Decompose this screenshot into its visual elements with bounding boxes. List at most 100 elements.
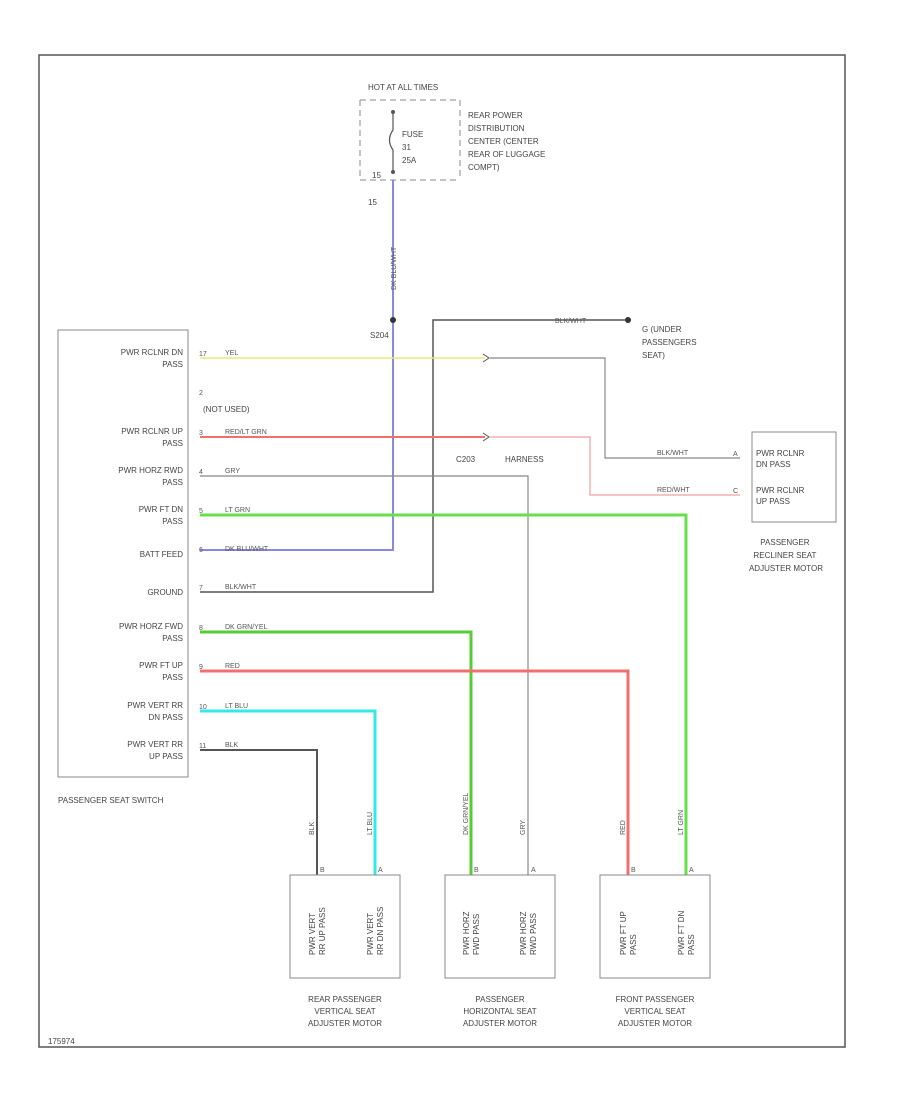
switch-not-used: (NOT USED) bbox=[203, 405, 250, 414]
motor-pin-letter: B bbox=[631, 867, 636, 874]
motor-wire-label: BLK bbox=[309, 821, 316, 835]
switch-pin-number: 17 bbox=[199, 351, 207, 358]
motor-box bbox=[599, 874, 711, 979]
fuse-amp: 31 bbox=[402, 143, 411, 152]
switch-pin-number: 8 bbox=[199, 625, 203, 632]
connector-c203: C203 HARNESS bbox=[456, 353, 544, 464]
motor-pin-letter: A bbox=[378, 867, 383, 874]
motor-box bbox=[444, 874, 556, 979]
motor-caption: FRONT PASSENGER bbox=[616, 995, 695, 1004]
recliner-pin-label: PWR RCLNR bbox=[756, 449, 805, 458]
switch-caption: PASSENGER SEAT SWITCH bbox=[58, 796, 164, 805]
wire-rear-down bbox=[200, 709, 377, 875]
switch-pin-number: 10 bbox=[199, 704, 207, 711]
wire-ground bbox=[200, 319, 625, 593]
fuse-symbol bbox=[388, 112, 394, 172]
passenger-seat-switch bbox=[57, 329, 189, 778]
motor-pin-label: RWD PASS bbox=[529, 913, 538, 955]
switch-pin-label: PWR FT UP bbox=[139, 661, 183, 670]
switch-pin-label: PASS bbox=[162, 360, 183, 369]
switch-pin-number: 7 bbox=[199, 585, 203, 592]
wire-rear-up bbox=[200, 749, 318, 875]
fuse-label: FUSE bbox=[402, 130, 423, 139]
recliner-pin-letter: C bbox=[733, 488, 738, 495]
power-distribution-center: HOT AT ALL TIMES FUSE 31 25A 15 REAR POW… bbox=[359, 83, 548, 181]
power-distribution-center-name: REAR POWER DISTRIBUTION CENTER (CENTER R… bbox=[468, 111, 548, 172]
switch-wire-label: DK GRN/YEL bbox=[225, 624, 268, 631]
switch-pin-label: PASS bbox=[162, 634, 183, 643]
recliner-motor-caption: PASSENGER RECLINER SEAT ADJUSTER MOTOR bbox=[749, 538, 823, 573]
wire-battery-feed bbox=[200, 180, 394, 551]
motor-caption: ADJUSTER MOTOR bbox=[463, 1019, 537, 1028]
motor-pin-label: PWR FT UP bbox=[619, 911, 628, 955]
connector-label: C203 bbox=[456, 455, 476, 464]
battery-wire-label: DK BLU/WHT bbox=[391, 246, 398, 290]
switch-pin-label: PWR FT DN bbox=[139, 505, 184, 514]
switch-pin-label: PASS bbox=[162, 673, 183, 682]
switch-pin-label: PWR RCLNR UP bbox=[121, 427, 183, 436]
motor-caption: ADJUSTER MOTOR bbox=[308, 1019, 382, 1028]
motor-pin-label: PASS bbox=[687, 934, 696, 955]
fuse-pin: 15 bbox=[372, 171, 381, 180]
motor-pin-label: RR UP PASS bbox=[318, 907, 327, 955]
switch-wire-label: YEL bbox=[225, 350, 238, 357]
switch-pin-label: GROUND bbox=[147, 588, 183, 597]
switch-pin-row: GROUND 7 BLK/WHT bbox=[147, 584, 256, 597]
diagram-frame bbox=[38, 54, 846, 1048]
motor-pin-label: RR DN PASS bbox=[376, 907, 385, 955]
switch-pin-label: PWR RCLNR DN bbox=[121, 348, 183, 357]
motor-pin-label: PWR HORZ bbox=[462, 911, 471, 955]
recliner-wire-label: BLK/WHT bbox=[657, 450, 689, 457]
motor-pin-label: PASS bbox=[629, 934, 638, 955]
switch-pin-label: PASS bbox=[162, 439, 183, 448]
switch-wire-label: BLK/WHT bbox=[225, 584, 257, 591]
switch-wire-label: GRY bbox=[225, 468, 240, 475]
motor-caption: HORIZONTAL SEAT bbox=[463, 1007, 536, 1016]
motor-pin-label: PWR VERT bbox=[366, 913, 375, 955]
motor-pin-label: FWD PASS bbox=[472, 914, 481, 955]
motor-pin-letter: B bbox=[474, 867, 479, 874]
switch-pin-label: PASS bbox=[162, 517, 183, 526]
recliner-pin-letter: A bbox=[733, 451, 738, 458]
wire-horz-fwd bbox=[200, 630, 473, 875]
wire-horz-rwd bbox=[200, 475, 529, 875]
switch-pin-number: 2 bbox=[199, 390, 203, 397]
fuse-pin-lower: 15 bbox=[368, 198, 377, 207]
wire-recliner-up-cont bbox=[490, 436, 740, 496]
motor-pin-label: PWR VERT bbox=[308, 913, 317, 955]
motor-pin-letter: B bbox=[320, 867, 325, 874]
switch-pin-number: 6 bbox=[199, 547, 203, 554]
ground-wire-label: BLK/WHT bbox=[555, 318, 587, 325]
switch-pin-row: 2 bbox=[199, 390, 203, 397]
switch-pin-label: UP PASS bbox=[149, 752, 183, 761]
splice-dot bbox=[390, 317, 396, 323]
motor-caption: ADJUSTER MOTOR bbox=[618, 1019, 692, 1028]
motor-wire-label: LT BLU bbox=[367, 812, 374, 835]
wire-front-up bbox=[200, 669, 630, 875]
recliner-pin-label: PWR RCLNR bbox=[756, 486, 805, 495]
splice-label: S204 bbox=[370, 331, 389, 340]
motor-caption: VERTICAL SEAT bbox=[314, 1007, 375, 1016]
switch-pin-label: DN PASS bbox=[148, 713, 183, 722]
motor-caption: VERTICAL SEAT bbox=[624, 1007, 685, 1016]
recliner-wire-label: RED/WHT bbox=[657, 487, 690, 494]
switch-pin-number: 9 bbox=[199, 664, 203, 671]
motor-pin-letter: A bbox=[689, 867, 694, 874]
switch-wire-label: DK BLU/WHT bbox=[225, 546, 269, 553]
switch-wire-label: LT BLU bbox=[225, 703, 248, 710]
recliner-motor bbox=[751, 431, 837, 523]
switch-pin-number: 3 bbox=[199, 430, 203, 437]
